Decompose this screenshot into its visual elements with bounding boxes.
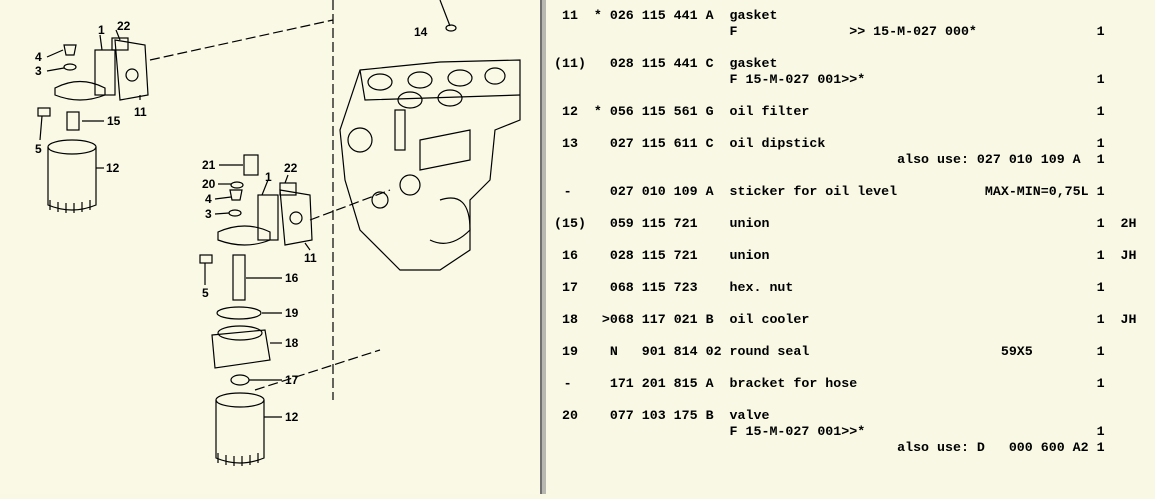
part-number: 028 115 441 C — [609, 56, 714, 71]
callout-5: 5 — [35, 142, 42, 156]
part-number: 026 115 441 A — [609, 8, 714, 23]
part-number: 056 115 561 G — [609, 104, 714, 119]
part-number: 028 115 721 — [609, 248, 698, 263]
marker: * — [593, 104, 602, 119]
part-number: 027 010 109 A — [609, 184, 714, 199]
callout-4: 4 — [35, 50, 42, 64]
position-number: 13 — [561, 136, 578, 151]
model-code: 2H — [1120, 216, 1137, 231]
callout-16: 16 — [285, 271, 299, 285]
callout-3: 3 — [35, 64, 42, 78]
callout-1b: 1 — [265, 170, 272, 184]
sub-quantity: 1 — [1096, 424, 1105, 439]
callout-15: 15 — [107, 114, 121, 128]
callout-18: 18 — [285, 336, 299, 350]
description: hex. nut — [729, 280, 794, 295]
model-code: JH — [1120, 312, 1137, 327]
quantity: 1 — [1096, 104, 1105, 119]
part-number: 027 115 611 C — [609, 136, 714, 151]
position-number: - — [563, 184, 572, 199]
description: oil filter — [729, 104, 810, 119]
callout-11b: 11 — [304, 251, 317, 265]
quantity: 1 — [1096, 312, 1105, 327]
sub-quantity: 1 — [1096, 72, 1105, 87]
sub-text: also use: D 000 600 A2 — [897, 440, 1089, 455]
position-number: - — [563, 376, 572, 391]
description: bracket for hose — [729, 376, 858, 391]
sub-quantity: 1 — [1096, 152, 1105, 167]
sub-text: F 15-M-027 001>>* — [729, 424, 866, 439]
position-number: 17 — [561, 280, 578, 295]
quantity: 1 — [1096, 280, 1105, 295]
quantity: 1 — [1096, 376, 1105, 391]
callout-12: 12 — [106, 161, 120, 175]
position-number: 12 — [561, 104, 578, 119]
description: gasket — [729, 8, 778, 23]
part-number: >068 117 021 B — [601, 312, 714, 327]
description: round seal 59X5 — [729, 344, 1033, 359]
callout-22: 22 — [117, 19, 131, 33]
position-number: 18 — [561, 312, 578, 327]
callout-17: 17 — [285, 373, 299, 387]
position-number: 19 — [561, 344, 578, 359]
part-number: 068 115 723 — [609, 280, 698, 295]
panel-splitter[interactable] — [540, 0, 546, 494]
description: gasket — [729, 56, 778, 71]
part-number: 059 115 721 — [609, 216, 698, 231]
quantity: 1 — [1096, 136, 1105, 151]
position-number: 20 — [561, 408, 578, 423]
callout-3b: 3 — [205, 207, 212, 221]
callout-20: 20 — [202, 177, 216, 191]
description: oil cooler — [729, 312, 810, 327]
description: oil dipstick — [729, 136, 826, 151]
quantity: 1 — [1096, 216, 1105, 231]
description: sticker for oil level MAX-MIN=0,75L — [729, 184, 1089, 199]
sub-text: also use: 027 010 109 A — [897, 152, 1081, 167]
sub-quantity: 1 — [1096, 24, 1105, 39]
callout-22b: 22 — [284, 161, 298, 175]
sub-text: F >> 15-M-027 000* — [729, 24, 977, 39]
position-number: 11 — [561, 8, 578, 23]
callout-5b: 5 — [202, 286, 209, 300]
callout-1: 1 — [98, 23, 105, 37]
callout-12b: 12 — [285, 410, 299, 424]
sub-quantity: 1 — [1096, 440, 1105, 455]
part-number: 171 201 815 A — [609, 376, 714, 391]
drawing-svg: 22 1 4 3 5 15 11 12 14 21 20 22 1 4 3 11… — [35, 0, 521, 466]
quantity: 1 — [1096, 248, 1105, 263]
model-code: JH — [1120, 248, 1137, 263]
description: valve — [729, 408, 770, 423]
part-number: 077 103 175 B — [609, 408, 714, 423]
callout-4b: 4 — [205, 192, 212, 206]
callout-11: 11 — [134, 105, 147, 119]
callout-19: 19 — [285, 306, 299, 320]
position-number: (15) — [554, 216, 586, 231]
quantity: 1 — [1096, 344, 1105, 359]
description: union — [729, 216, 770, 231]
sub-text: F 15-M-027 001>>* — [729, 72, 866, 87]
callout-14: 14 — [414, 25, 428, 39]
position-number: (11) — [554, 56, 586, 71]
marker: * — [593, 8, 602, 23]
description: union — [729, 248, 770, 263]
position-number: 16 — [561, 248, 578, 263]
exploded-parts-drawing: 22 1 4 3 5 15 11 12 14 21 20 22 1 4 3 11… — [0, 0, 540, 494]
part-number: N 901 814 02 — [609, 344, 722, 359]
callout-21: 21 — [202, 158, 216, 172]
quantity: 1 — [1096, 184, 1105, 199]
